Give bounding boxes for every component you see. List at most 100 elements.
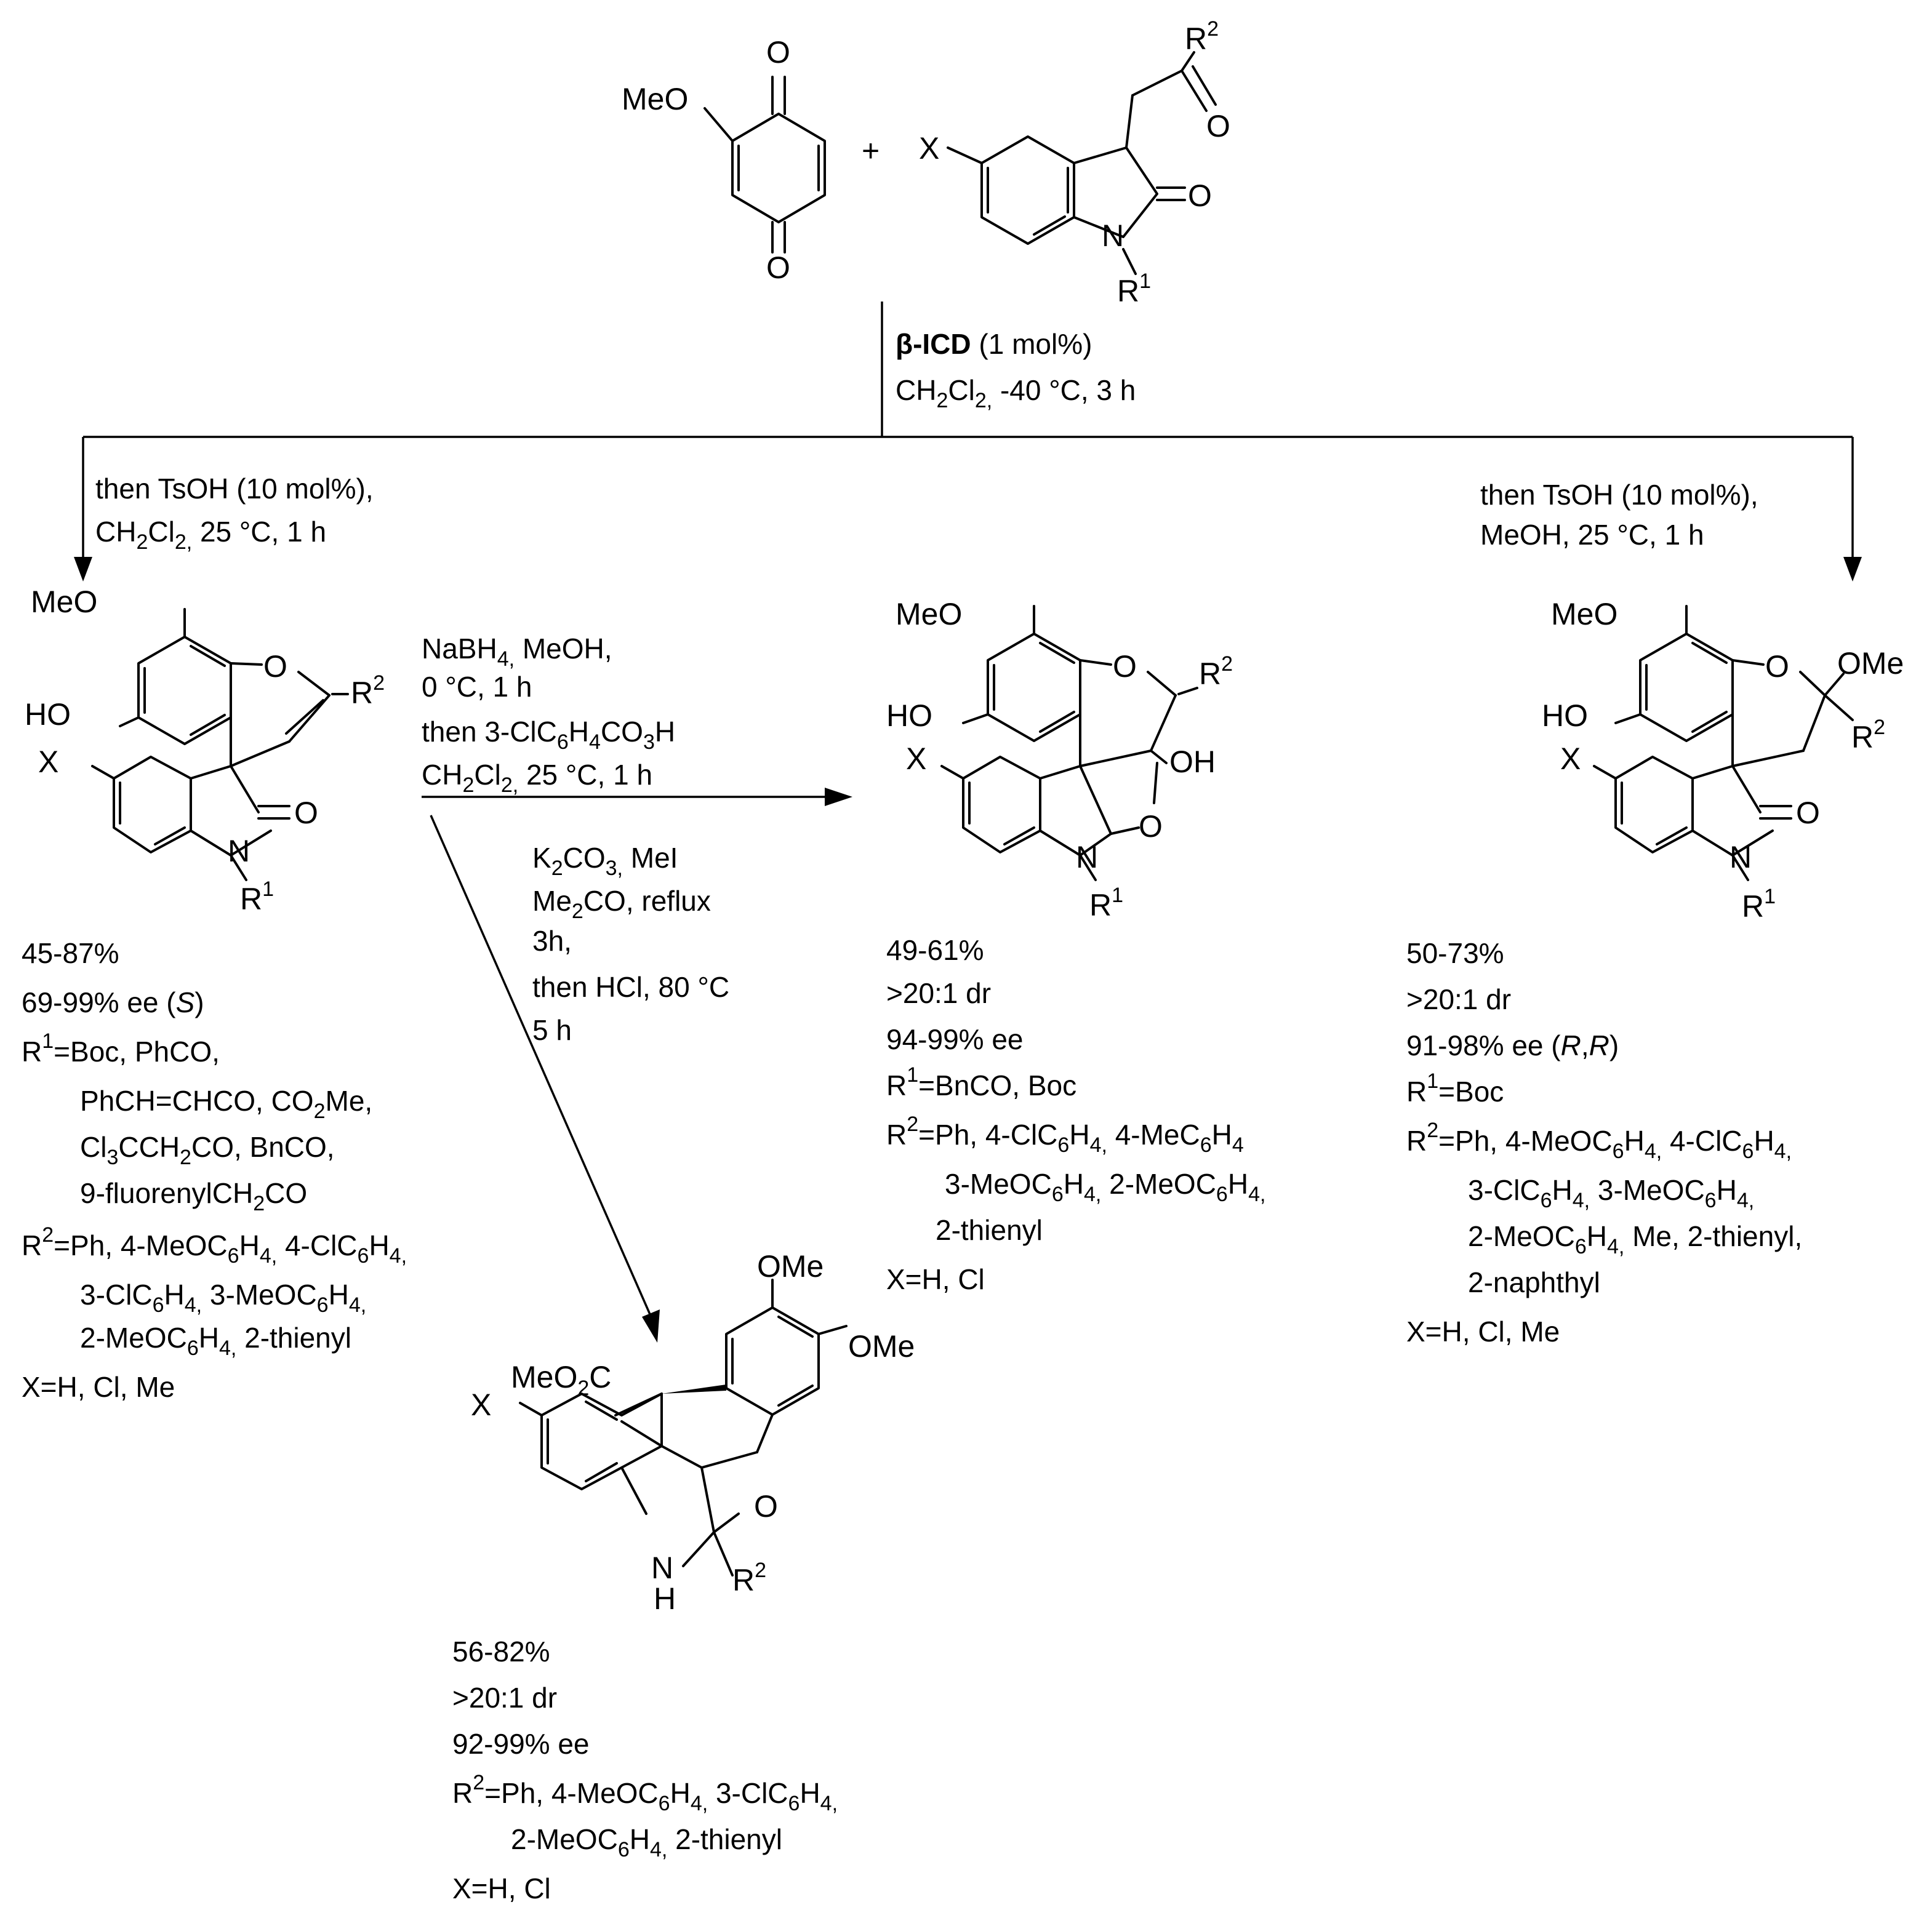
r2-label: R2 — [351, 671, 385, 710]
r2-label: R2 — [732, 1559, 766, 1597]
right-r2-line1: R2=Ph, 4-MeOC6H4, 4-ClC6H4, — [1406, 1119, 1792, 1163]
bottom-ee: 92-99% ee — [452, 1728, 590, 1760]
oxetane-o: O — [1139, 809, 1163, 844]
plus-sign: + — [862, 134, 880, 168]
nitrogen: N — [651, 1551, 673, 1585]
methoxy-label: MeO — [896, 597, 962, 631]
middle-r1: R1=BnCO, Boc — [886, 1063, 1076, 1101]
catalyst-conditions: β-ICD (1 mol%) — [896, 328, 1092, 360]
middle-cond-line3: then 3-ClC6H4CO3H — [422, 716, 675, 754]
ketone-o: O — [1206, 109, 1230, 143]
middle-cond-line1: NaBH4, MeOH, — [422, 633, 612, 671]
product-bottom-tetrahydroquinoline: OMe OMe O MeO2C X N H R2 — [471, 1249, 915, 1616]
substituent-x: X — [38, 745, 58, 779]
substituent-x: X — [906, 741, 926, 776]
right-r2-line2: 3-ClC6H4, 3-MeOC6H4, — [1468, 1174, 1754, 1212]
reactant-oxindole: X O N R1 R2 O — [919, 17, 1230, 308]
left-r2-line2: 3-ClC6H4, 3-MeOC6H4, — [80, 1279, 366, 1317]
middle-ee: 94-99% ee — [886, 1023, 1024, 1055]
right-r1: R1=Boc — [1406, 1069, 1504, 1108]
right-yield: 50-73% — [1406, 937, 1504, 969]
r1-label: R1 — [240, 877, 274, 916]
right-r2-line4: 2-naphthyl — [1468, 1266, 1600, 1298]
furan-o: O — [754, 1489, 778, 1524]
r2-label: R2 — [1199, 652, 1233, 691]
left-r1-line4: 9-fluorenylCH2CO — [80, 1177, 307, 1215]
down-cond-line2: Me2CO, reflux — [532, 885, 711, 923]
r2-label: R2 — [1851, 716, 1885, 754]
product-left-data: 45-87% 69-99% ee (S) R1=Boc, PhCO, PhCH=… — [22, 937, 407, 1403]
right-branch-line2: MeOH, 25 °C, 1 h — [1480, 519, 1704, 551]
hydroxy-label: HO — [1542, 698, 1588, 733]
left-r1-line1: R1=Boc, PhCO, — [22, 1029, 220, 1068]
r1-label: R1 — [1117, 270, 1151, 308]
left-x: X=H, Cl, Me — [22, 1371, 175, 1403]
down-cond-line3: 3h, — [532, 925, 572, 957]
ester-label: MeO2C — [511, 1360, 611, 1400]
reactant-methoxybenzoquinone: O O MeO — [622, 35, 826, 285]
diagonal-arrow — [430, 815, 654, 1321]
lactam-o: O — [294, 796, 318, 830]
r1-label: R1 — [1089, 884, 1123, 922]
pyran-o: O — [1113, 649, 1137, 684]
left-branch-line2: CH2Cl2, 25 °C, 1 h — [95, 516, 326, 554]
right-x: X=H, Cl, Me — [1406, 1316, 1560, 1348]
product-middle-spiroacetal: O R2 OH O MeO HO X N R1 — [886, 597, 1233, 922]
carbonyl-o-top: O — [766, 35, 790, 70]
n-hydrogen: H — [654, 1581, 676, 1616]
substituent-x: X — [471, 1388, 491, 1422]
substituent-x: X — [1560, 741, 1581, 776]
right-r2-line3: 2-MeOC6H4, Me, 2-thienyl, — [1468, 1220, 1802, 1258]
lactam-o: O — [1188, 178, 1212, 213]
down-cond-line5: 5 h — [532, 1014, 572, 1046]
methoxy-label: MeO — [31, 585, 97, 619]
product-right-methylketal: O OMe R2 MeO HO X O N R1 — [1542, 597, 1904, 924]
methoxy-label: MeO — [622, 82, 688, 116]
nitrogen: N — [1730, 840, 1752, 874]
carbonyl-o-bottom: O — [766, 250, 790, 285]
bottom-r2-line1: R2=Ph, 4-MeOC6H4, 3-ClC6H4, — [452, 1771, 838, 1815]
lactam-o: O — [1796, 796, 1820, 830]
left-r2-line1: R2=Ph, 4-MeOC6H4, 4-ClC6H4, — [22, 1223, 407, 1268]
middle-r2-line1: R2=Ph, 4-ClC6H4, 4-MeC6H4 — [886, 1113, 1244, 1157]
middle-r2-line2: 3-MeOC6H4, 2-MeOC6H4, — [945, 1168, 1265, 1206]
hydroxy-label: HO — [25, 697, 71, 732]
methoxy-top-label: OMe — [757, 1249, 824, 1284]
methoxy-right-label: OMe — [848, 1329, 915, 1364]
left-r2-line3: 2-MeOC6H4, 2-thienyl — [80, 1322, 351, 1360]
product-left-spirochromene: O R2 MeO HO X O N R1 — [25, 585, 385, 916]
middle-x: X=H, Cl — [886, 1263, 985, 1295]
hydroxy-aryl-label: HO — [886, 698, 932, 733]
solvent-conditions: CH2Cl2, -40 °C, 3 h — [896, 374, 1136, 412]
pyran-o: O — [263, 649, 287, 684]
left-r1-line3: Cl3CCH2CO, BnCO, — [80, 1131, 335, 1169]
product-right-data: 50-73% >20:1 dr 91-98% ee (R,R) R1=Boc R… — [1406, 937, 1802, 1348]
right-dr: >20:1 dr — [1406, 983, 1511, 1015]
r2-label: R2 — [1185, 17, 1219, 56]
middle-cond-line2: 0 °C, 1 h — [422, 671, 532, 703]
bottom-x: X=H, Cl — [452, 1872, 551, 1904]
methoxy-label: MeO — [1551, 597, 1617, 631]
left-yield: 45-87% — [22, 937, 119, 969]
down-cond-line1: K2CO3, MeI — [532, 842, 678, 880]
r1-label: R1 — [1742, 885, 1776, 924]
left-branch-line1: then TsOH (10 mol%), — [95, 473, 374, 505]
bottom-r2-line2: 2-MeOC6H4, 2-thienyl — [511, 1823, 782, 1861]
left-ee: 69-99% ee (S) — [22, 986, 204, 1018]
middle-cond-line4: CH2Cl2, 25 °C, 1 h — [422, 759, 652, 797]
pyran-o: O — [1765, 649, 1789, 684]
nitrogen: N — [1076, 840, 1098, 874]
middle-yield: 49-61% — [886, 934, 984, 966]
middle-dr: >20:1 dr — [886, 977, 991, 1009]
product-middle-data: 49-61% >20:1 dr 94-99% ee R1=BnCO, Boc R… — [886, 934, 1265, 1295]
substituent-x: X — [919, 131, 939, 166]
right-branch-line1: then TsOH (10 mol%), — [1480, 479, 1758, 511]
product-bottom-data: 56-82% >20:1 dr 92-99% ee R2=Ph, 4-MeOC6… — [452, 1636, 838, 1904]
methoxy-ketal-label: OMe — [1837, 646, 1904, 681]
middle-r2-line3: 2-thienyl — [936, 1214, 1043, 1246]
bottom-dr: >20:1 dr — [452, 1682, 557, 1714]
nitrogen: N — [228, 834, 250, 868]
hydroxy-label: OH — [1169, 745, 1216, 779]
nitrogen: N — [1102, 218, 1124, 253]
